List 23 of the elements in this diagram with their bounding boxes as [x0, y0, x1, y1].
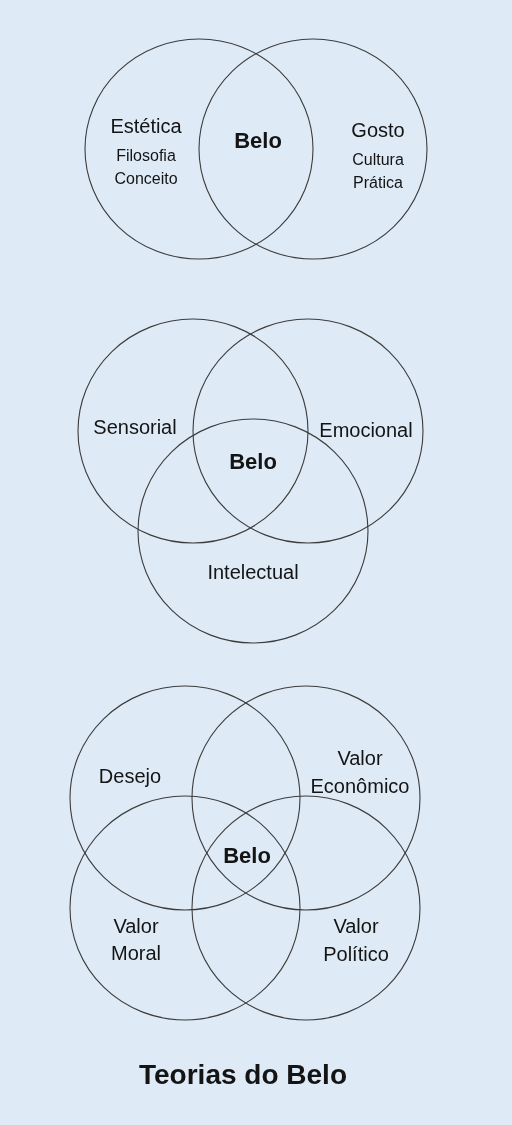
venn-circle	[77, 318, 309, 544]
set-label: Emocional	[319, 418, 413, 442]
intersection-label: Belo	[223, 843, 271, 869]
venn-circle	[198, 38, 428, 260]
intersection-label: Belo	[229, 449, 277, 475]
set-label: Intelectual	[207, 560, 299, 584]
intersection-label: Belo	[234, 128, 282, 154]
set-label: Gosto	[351, 118, 405, 142]
set-label: Valor Econômico	[310, 746, 410, 799]
set-keywords: Cultura Prática	[352, 150, 404, 193]
venn-circle	[192, 318, 424, 544]
set-label: Estética	[110, 114, 182, 138]
set-keywords: Filosofia Conceito	[114, 146, 178, 189]
set-label: Valor Político	[323, 914, 389, 967]
venn-circle	[191, 685, 421, 911]
venn-circle	[84, 38, 314, 260]
set-label: Desejo	[98, 764, 162, 788]
diagram-title: Teorias do Belo	[139, 1058, 347, 1092]
set-label: Sensorial	[93, 415, 177, 439]
venn-circle	[69, 685, 301, 911]
venn-circle	[191, 795, 421, 1021]
venn-circle	[69, 795, 301, 1021]
set-label: Valor Moral	[111, 914, 161, 966]
